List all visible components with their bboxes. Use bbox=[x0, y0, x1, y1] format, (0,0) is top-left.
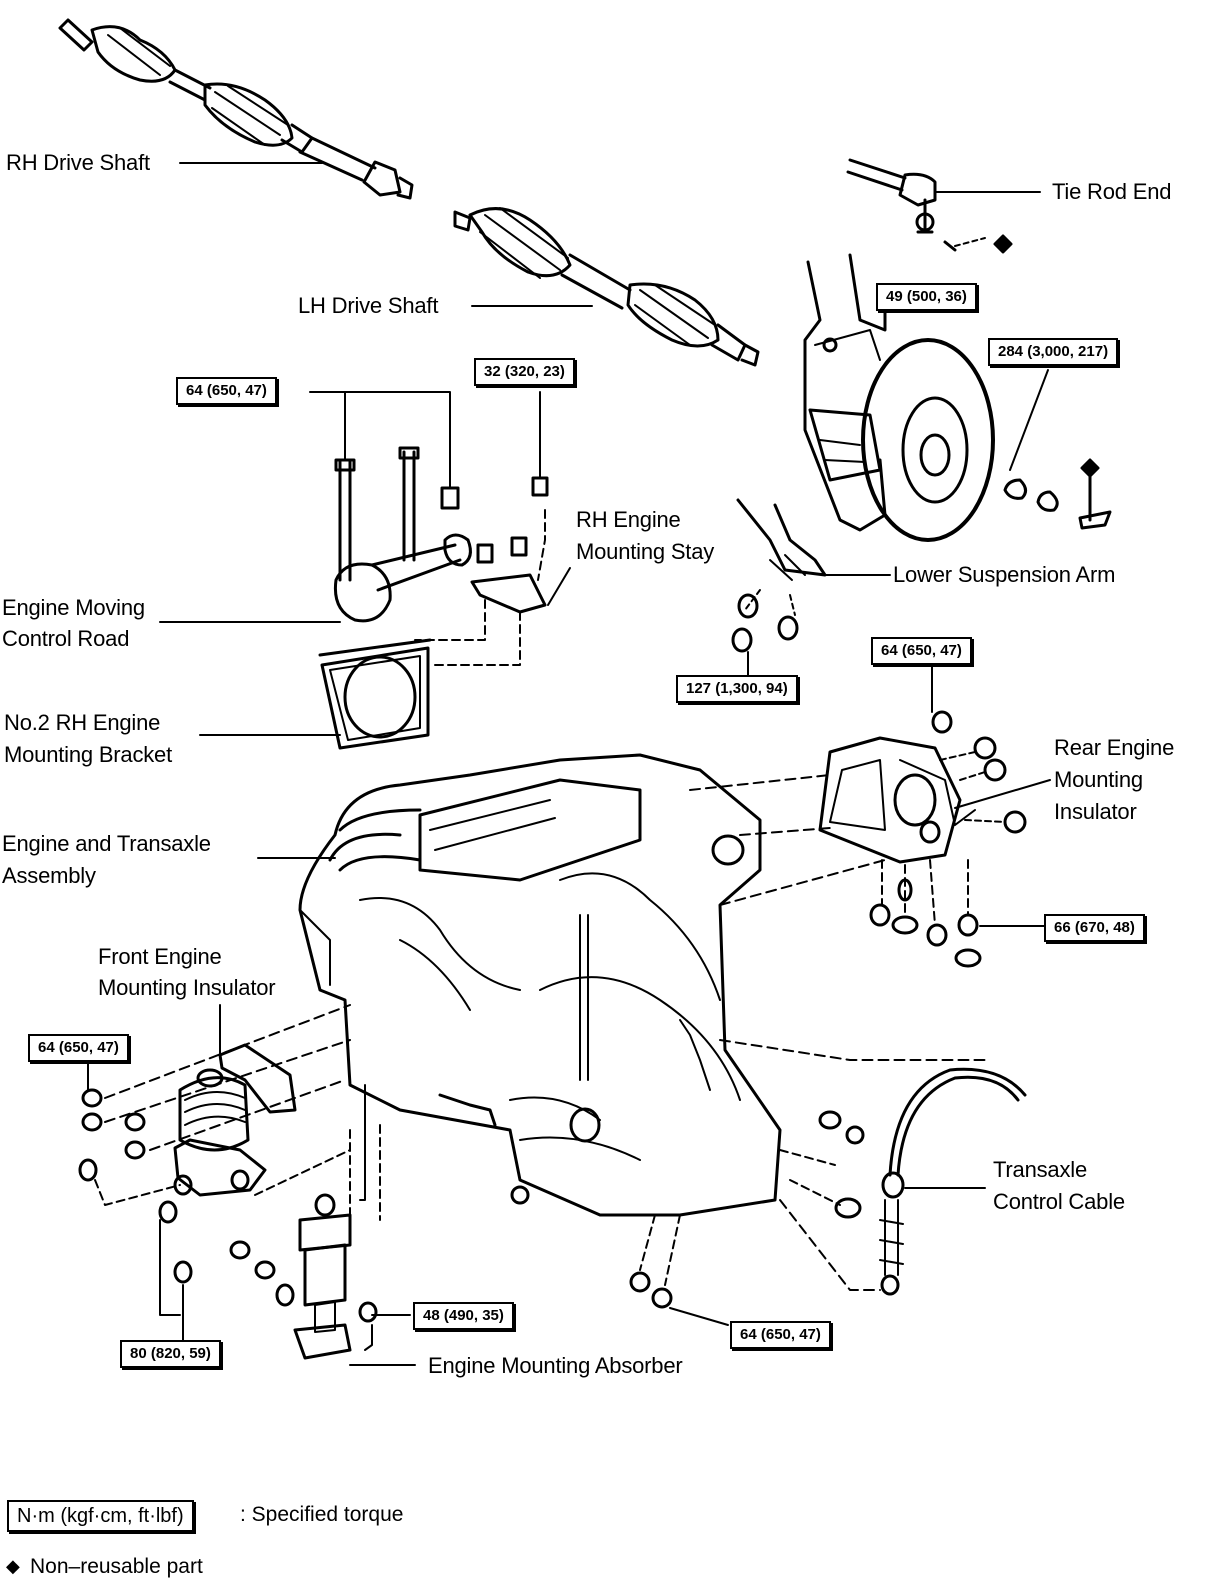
torque-rear-insulator-nuts: 66 (670, 48) bbox=[1044, 914, 1145, 942]
engine-moving-control-rod-label-line1: Engine Moving bbox=[2, 595, 145, 620]
transaxle-control-cable-drawing bbox=[818, 1067, 1027, 1296]
torque-control-rod-bolts: 64 (650, 47) bbox=[176, 377, 277, 405]
lh-drive-shaft-drawing bbox=[453, 207, 760, 367]
torque-front-insulator-bolts: 64 (650, 47) bbox=[28, 1034, 129, 1062]
torque-stay-bolt: 32 (320, 23) bbox=[474, 358, 575, 386]
rh-engine-stay-label-line2: Mounting Stay bbox=[576, 539, 715, 564]
transaxle-cable-label-line1: Transaxle bbox=[993, 1157, 1087, 1182]
legend-torque-description: : Specified torque bbox=[240, 1503, 404, 1526]
torque-lower-arm-nuts: 127 (1,300, 94) bbox=[676, 675, 798, 703]
diamond-icon bbox=[1080, 458, 1100, 478]
front-engine-insulator-label-line1: Front Engine bbox=[98, 944, 222, 969]
torque-rear-insulator-top: 64 (650, 47) bbox=[871, 637, 972, 665]
engine-transaxle-label-line1: Engine and Transaxle bbox=[2, 831, 211, 856]
diamond-icon bbox=[993, 234, 1013, 254]
engine-mounting-absorber-label: Engine Mounting Absorber bbox=[428, 1353, 683, 1378]
engine-assembly-drawing bbox=[298, 753, 782, 1217]
torque-absorber-bolt: 48 (490, 35) bbox=[413, 1302, 514, 1330]
transaxle-cable-label-line2: Control Cable bbox=[993, 1189, 1125, 1214]
torque-hub-nut: 284 (3,000, 217) bbox=[988, 338, 1119, 366]
engine-moving-control-rod-label-line2: Control Road bbox=[2, 626, 130, 651]
rear-engine-insulator-label-line3: Insulator bbox=[1054, 799, 1137, 824]
engine-mounting-absorber-drawing bbox=[229, 1193, 378, 1360]
engine-transaxle-label-line2: Assembly bbox=[2, 863, 96, 888]
rear-engine-insulator-drawing bbox=[818, 710, 1027, 968]
no2-rh-engine-bracket-drawing bbox=[318, 638, 432, 750]
lh-drive-shaft-label: LH Drive Shaft bbox=[298, 293, 439, 318]
rear-engine-insulator-label-line1: Rear Engine bbox=[1054, 735, 1175, 760]
lower-suspension-arm-label: Lower Suspension Arm bbox=[893, 562, 1116, 587]
rh-drive-shaft-label: RH Drive Shaft bbox=[6, 150, 150, 175]
control-rod-drawing bbox=[333, 446, 472, 623]
tie-rod-end-label: Tie Rod End bbox=[1052, 179, 1172, 204]
front-engine-insulator-drawing bbox=[78, 1043, 297, 1284]
rh-engine-stay-drawing bbox=[470, 476, 549, 614]
front-engine-insulator-label-line2: Mounting Insulator bbox=[98, 975, 276, 1000]
rh-drive-shaft-drawing bbox=[58, 18, 414, 200]
hub-nut-drawing bbox=[1003, 478, 1027, 500]
no2-rh-bracket-label-line1: No.2 RH Engine bbox=[4, 710, 161, 735]
lower-suspension-arm-drawing bbox=[736, 498, 827, 616]
tie-rod-end-drawing bbox=[846, 158, 986, 252]
rh-engine-stay-label-line1: RH Engine bbox=[576, 507, 681, 532]
torque-tie-rod-nut: 49 (500, 36) bbox=[876, 283, 977, 311]
torque-transaxle-bolts: 64 (650, 47) bbox=[730, 1321, 831, 1349]
torque-front-insulator-lower: 80 (820, 59) bbox=[120, 1340, 221, 1368]
no2-rh-bracket-label-line2: Mounting Bracket bbox=[4, 742, 172, 767]
legend-torque-unit: N·m (kgf·cm, ft·lbf) bbox=[7, 1500, 194, 1532]
diamond-icon: ◆ bbox=[6, 1556, 20, 1576]
legend-nonreusable-description: Non–reusable part bbox=[30, 1555, 203, 1578]
rear-engine-insulator-label-line2: Mounting bbox=[1054, 767, 1143, 792]
steering-knuckle-drawing bbox=[803, 253, 995, 542]
